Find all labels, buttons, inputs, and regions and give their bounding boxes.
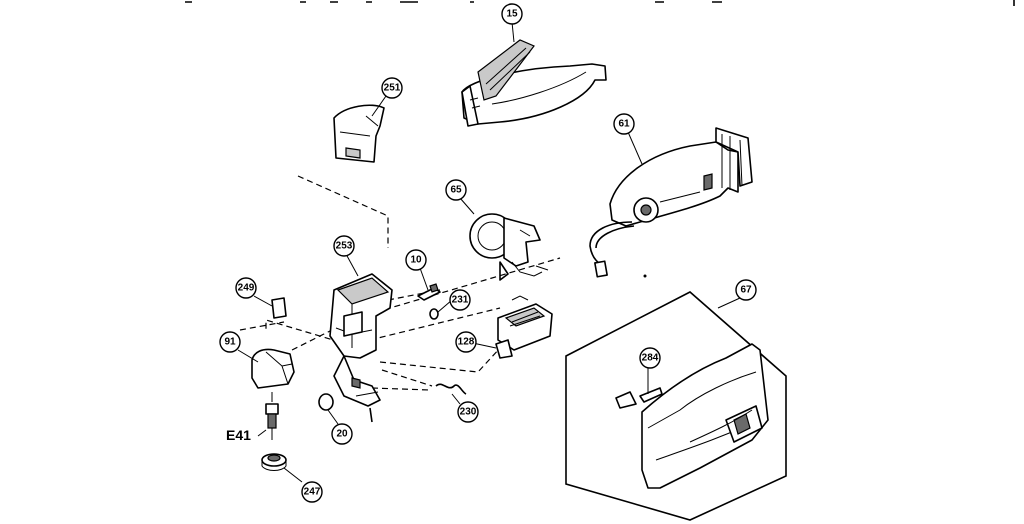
callout-247-text: 247 [304, 487, 321, 498]
callout-15: 15 [501, 3, 523, 25]
top-edge-fragments [185, 0, 1015, 6]
callout-leaders [237, 21, 741, 483]
callout-231-text: 231 [452, 295, 469, 306]
callout-231: 231 [449, 289, 471, 311]
callout-284: 284 [639, 347, 661, 369]
callout-251-text: 251 [384, 83, 401, 94]
callout-65: 65 [445, 179, 467, 201]
callout-249: 249 [235, 277, 257, 299]
callout-61-text: 61 [618, 119, 630, 130]
callout-20-text: 20 [336, 429, 348, 440]
main-housing-part [329, 273, 393, 423]
callout-10: 10 [405, 249, 427, 271]
callout-67: 67 [735, 279, 757, 301]
tab-249-part [271, 297, 287, 319]
callout-128-text: 128 [458, 337, 475, 348]
label-e41: E41 [226, 427, 251, 443]
callout-230: 230 [457, 401, 479, 423]
hand-strap-part [461, 39, 607, 127]
small-clip-part [417, 283, 441, 301]
disc-20-part [318, 393, 334, 411]
viewfinder-part [589, 127, 753, 278]
cover-plate-part [333, 104, 385, 163]
callout-253-text: 253 [336, 241, 353, 252]
callout-10-text: 10 [410, 255, 422, 266]
spring-230-part [435, 383, 467, 395]
lamp-e41-part [261, 392, 287, 471]
callout-61: 61 [613, 113, 635, 135]
callout-128: 128 [455, 331, 477, 353]
callout-247: 247 [301, 481, 323, 503]
callout-15-text: 15 [506, 9, 518, 20]
callout-249-text: 249 [238, 283, 255, 294]
callout-91-text: 91 [224, 337, 236, 348]
side-panel-inset [565, 291, 787, 521]
callout-230-text: 230 [460, 407, 477, 418]
mechanism-bracket-part [469, 213, 549, 281]
screw-231-part [429, 308, 439, 320]
switch-block-part [495, 295, 553, 359]
callout-284-text: 284 [642, 353, 659, 364]
callout-20: 20 [331, 423, 353, 445]
cap-91-part [251, 348, 295, 389]
callout-65-text: 65 [450, 185, 462, 196]
callout-91: 91 [219, 331, 241, 353]
callout-67-text: 67 [740, 285, 752, 296]
callout-251: 251 [381, 77, 403, 99]
stray-dot [643, 274, 647, 278]
callout-253: 253 [333, 235, 355, 257]
